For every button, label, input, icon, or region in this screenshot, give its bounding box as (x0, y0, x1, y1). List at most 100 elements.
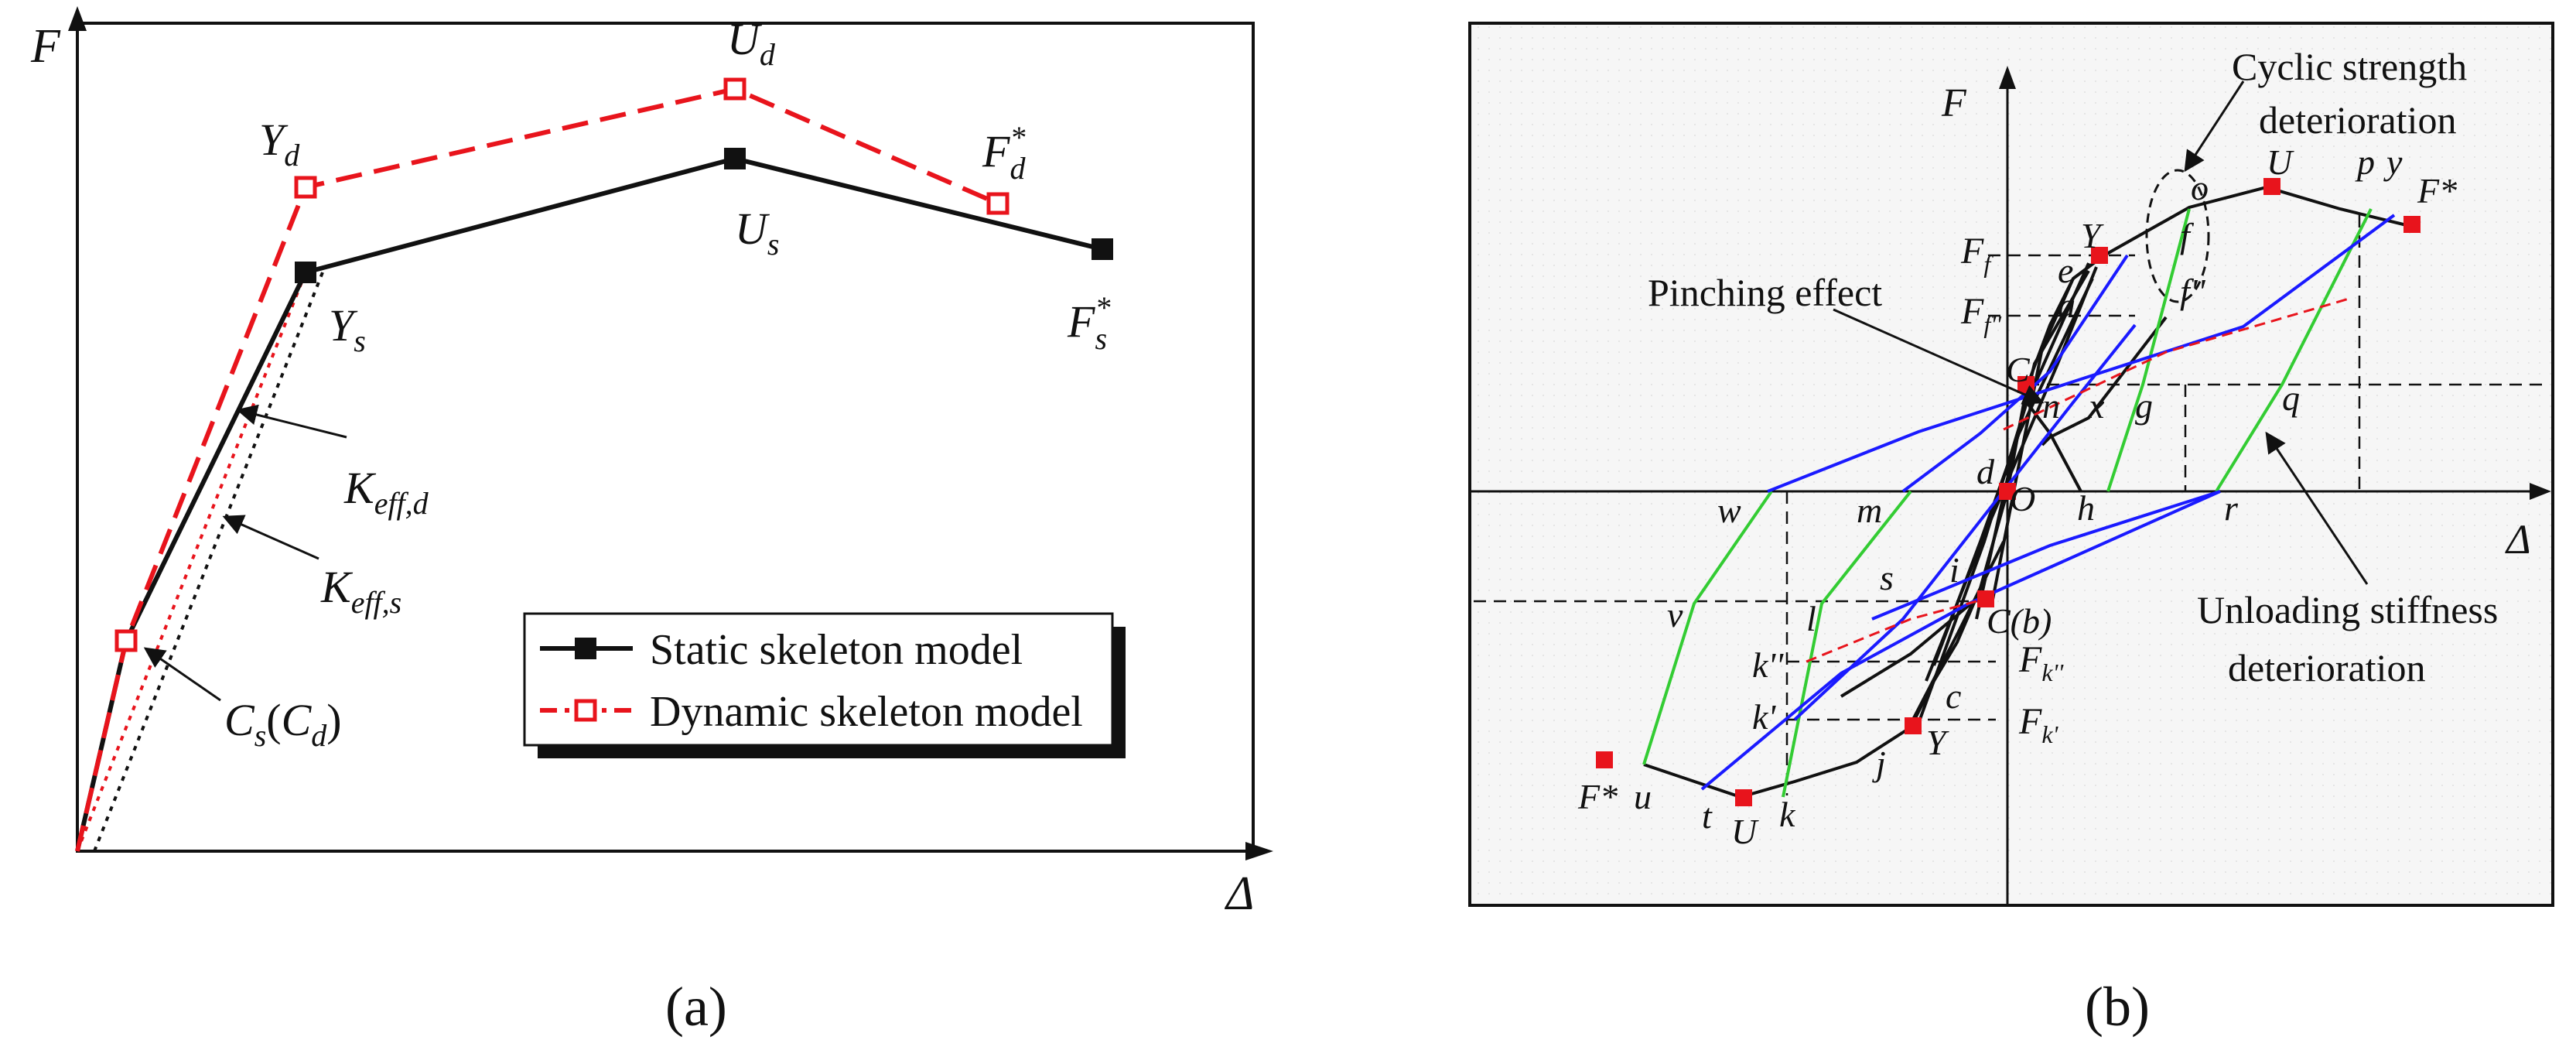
pt-u-pos: U (2267, 142, 2294, 182)
marker-fstar-neg (1596, 751, 1613, 768)
pt-w: w (1717, 491, 1741, 530)
panel-b-x-arrow (2530, 483, 2551, 500)
pt-i: i (1949, 550, 1959, 590)
pt-y-neg: Y (1926, 723, 1949, 762)
pt-r: r (2224, 488, 2239, 528)
label-us: Us (735, 204, 779, 262)
pt-e: e (2058, 251, 2073, 290)
pt-s: s (1880, 558, 1894, 597)
legend-static-label: Static skeleton model (650, 626, 1023, 674)
pt-v: v (1667, 595, 1683, 635)
marker-ud (723, 77, 746, 101)
marker-u-neg (1735, 789, 1752, 806)
pt-g: g (2135, 386, 2153, 426)
panel-b-markers (1596, 178, 2421, 806)
callout-cyclic-1: Cyclic strength (2232, 45, 2467, 88)
legend-box (523, 612, 1114, 747)
pt-q: q (2282, 378, 2300, 418)
callout-unloading-1: Unloading stiffness (2197, 588, 2498, 631)
callout-unloading-2: deterioration (2228, 646, 2425, 689)
callout-cyclic-arrow (2184, 80, 2245, 173)
label-ffpp: Ff'' (1960, 291, 2002, 338)
pt-fstar-pos: F* (2417, 171, 2457, 210)
keff-d-line (76, 272, 307, 852)
legend-dynamic-label: Dynamic skeleton model (650, 688, 1083, 736)
pt-fstar-neg: F* (1577, 777, 1618, 816)
panel-a-frame (76, 22, 1255, 853)
pt-n: n (2042, 386, 2060, 426)
pt-a: a (2058, 286, 2075, 325)
label-fkp: Fk' (2018, 701, 2059, 748)
pt-p: p (2355, 142, 2375, 182)
panel-a-axis-x-label: Δ (1224, 867, 1254, 920)
pt-origin: O (2010, 479, 2035, 518)
panel-a-x-arrow (1245, 842, 1273, 860)
pinch-dashed (1806, 296, 2352, 663)
panel-b-y-arrow (1999, 66, 2016, 89)
marker-cb (1977, 590, 1994, 607)
marker-y-neg (1905, 717, 1922, 734)
label-ud: Ud (727, 14, 776, 72)
callout-pinching: Pinching effect (1648, 271, 1882, 314)
marker-yd (294, 176, 317, 199)
pt-j: j (1872, 744, 1886, 783)
pt-h: h (2077, 488, 2095, 528)
cyclic-ellipse (2145, 169, 2210, 303)
unloading-lines (1642, 208, 2373, 798)
panel-a: F Δ Yd Ud F*d Us Ys F*s Keff,d Keff,s Cs… (30, 6, 1273, 1038)
panel-b: F Δ (1468, 22, 2554, 1038)
callout-pinching-arrow (1833, 308, 2045, 405)
pt-l: l (1806, 599, 1816, 638)
keff-s-line (93, 272, 324, 852)
keff-s-arrow (222, 515, 319, 560)
callout-unloading-arrow (2265, 431, 2369, 585)
pt-y: y (2383, 142, 2403, 182)
panel-b-axis-y-label: F (1941, 81, 1967, 125)
marker-cs (114, 629, 138, 652)
cs-arrow (143, 647, 221, 702)
label-keff-s: Keff,s (320, 562, 401, 620)
pt-kpp: k'' (1752, 645, 1784, 685)
legend-dynamic-marker (574, 699, 597, 722)
pt-kp: k' (1752, 697, 1776, 737)
label-cs-cd: Cs(Cd) (224, 695, 342, 753)
label-yd: Yd (259, 115, 300, 173)
pt-y-pos: Y (2081, 216, 2104, 255)
marker-y-pos (2091, 247, 2108, 264)
panel-a-axis-y-label: F (30, 20, 61, 73)
marker-ys (295, 262, 316, 283)
pt-c-pos: C (2006, 350, 2031, 389)
label-fkpp: Fk'' (2018, 639, 2064, 686)
pt-u-neg: U (1731, 812, 1759, 851)
marker-u-pos (2263, 178, 2280, 195)
pt-fpp: f'' (2180, 272, 2206, 311)
label-fd: F*d (982, 120, 1026, 186)
marker-fs (1092, 238, 1113, 260)
pt-cb: C(b) (1987, 601, 2052, 641)
keff-d-arrow (236, 404, 347, 439)
pt-k: k (1779, 795, 1796, 834)
label-fs: F*s (1067, 290, 1110, 356)
legend-static-marker (575, 638, 596, 659)
label-ys: Ys (329, 300, 366, 358)
pt-t: t (1702, 796, 1713, 836)
marker-origin (1999, 483, 2016, 500)
panel-a-caption: (a) (665, 976, 727, 1038)
pt-d: d (1976, 452, 1995, 491)
pt-o: o (2191, 168, 2209, 207)
marker-us (724, 148, 746, 169)
reloading-lines (1700, 214, 2396, 791)
pt-x: x (2088, 386, 2105, 426)
marker-fstar-pos (2403, 216, 2421, 233)
label-keff-d: Keff,d (343, 463, 429, 521)
pt-c: c (1946, 676, 1961, 716)
panel-b-point-labels: Y U F* e a C o f f'' p y n x g q w m d O… (1577, 142, 2457, 851)
marker-fd (986, 192, 1010, 215)
panel-b-axis-x-label: Δ (2505, 516, 2531, 563)
panel-b-caption: (b) (2085, 976, 2150, 1038)
pt-m: m (1857, 491, 1882, 530)
panel-a-y-arrow (68, 6, 87, 31)
callout-cyclic-2: deterioration (2259, 98, 2456, 142)
